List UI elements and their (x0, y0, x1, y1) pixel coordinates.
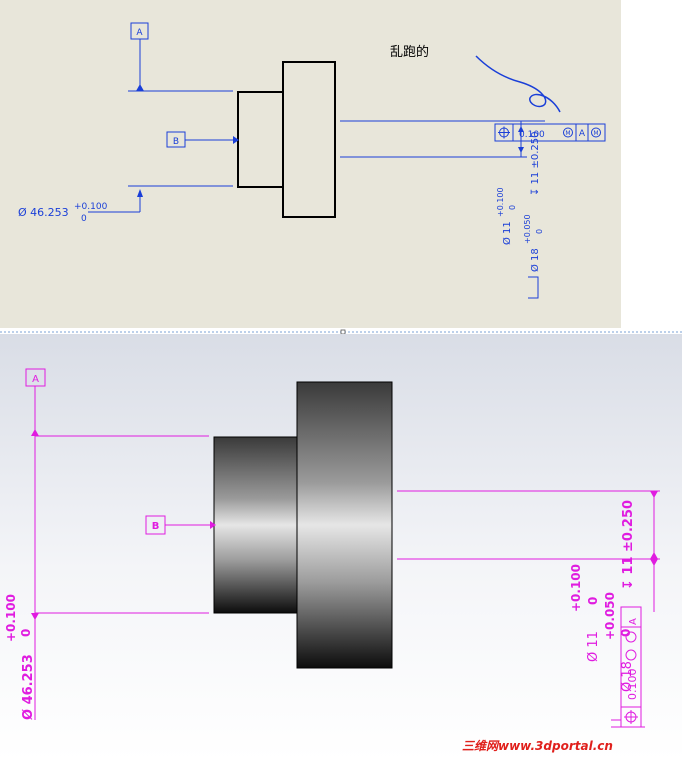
top-view-background (0, 0, 621, 328)
hand-drawn-scribble (475, 55, 561, 113)
top-fcf-modifier-1: M (565, 130, 570, 137)
bottom-flange-shaded (296, 381, 393, 669)
bottom-dim-tol-upper: +0.100 (4, 594, 18, 642)
bottom-hole-depth: ↧ 11 ±0.250 (621, 500, 636, 590)
top-hole-tol1-lower: 0 (508, 205, 517, 210)
top-hole-callout-line1: Ø 11 (501, 221, 513, 245)
top-fcf-frame (494, 123, 606, 142)
top-fcf-modifier-2: M (593, 130, 598, 137)
bottom-hole-callout-line1: Ø 11 (586, 631, 601, 662)
bottom-datum-b-label: B (152, 521, 160, 532)
top-dim-diameter: Ø 46.253 (18, 206, 69, 219)
bottom-mmc-modifier-icon (625, 649, 637, 661)
top-annotation-cn: 乱跑的 (390, 44, 429, 60)
bottom-fcf-tolerance: 0.100 (626, 669, 639, 701)
bottom-hole-tol2-lower: 0 (619, 629, 633, 637)
bottom-boss-shaded (213, 436, 298, 614)
top-dim-tol-lower: 0 (81, 214, 87, 224)
top-hole-tol1-upper: +0.100 (496, 187, 505, 217)
top-datum-b-label: B (173, 137, 179, 147)
top-hole-callout-line2: Ø 18 (529, 248, 541, 272)
bottom-hole-tol1-lower: 0 (586, 597, 600, 605)
bottom-hole-tol1-upper: +0.100 (569, 564, 583, 612)
bottom-view-panel: A B Ø 46.253 +0.100 0 Ø 11 +0.100 0 Ø 18… (0, 334, 682, 761)
bottom-datum-a-label: A (32, 374, 39, 385)
top-hole-tol2-upper: +0.050 (523, 214, 532, 244)
splitter-handle[interactable] (340, 329, 346, 335)
top-fcf-tolerance: 0.100 (519, 130, 545, 140)
watermark: 三维网www.3dportal.cn (462, 739, 613, 753)
top-dim-tol-upper: +0.100 (74, 202, 108, 212)
bottom-fcf-datum: A (628, 618, 639, 625)
bottom-hole-tol2-upper: +0.050 (603, 592, 617, 640)
bottom-mmc-modifier-icon-2 (625, 631, 637, 643)
bottom-dim-tol-lower: 0 (19, 629, 33, 637)
bottom-dim-diameter: Ø 46.253 (21, 654, 36, 720)
top-datum-a-label: A (136, 28, 143, 38)
top-hole-tol2-lower: 0 (535, 229, 544, 234)
top-fcf-datum: A (579, 129, 586, 139)
bottom-hole-callout-line2: Ø 18 (620, 661, 635, 692)
top-hole-depth: ↧ 11 ±0.250 (530, 132, 541, 196)
top-view-panel: 乱跑的 A B Ø 46.253 +0.100 0 0.100 A M M Ø … (0, 0, 621, 328)
